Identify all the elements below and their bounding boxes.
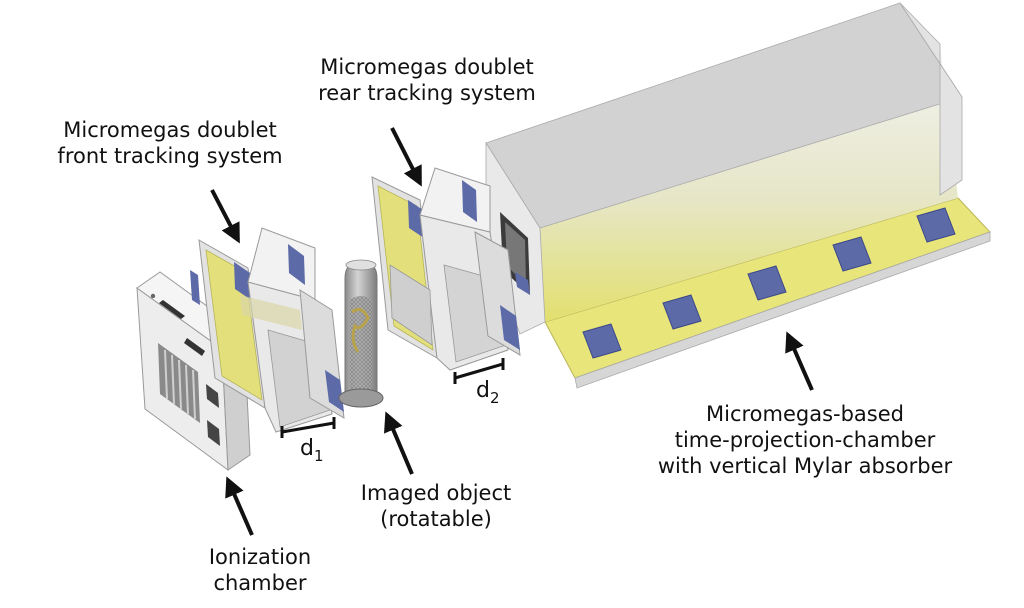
label-d2: d2	[476, 378, 500, 407]
label-object-line1: Imaged object	[360, 481, 512, 505]
arrow-front-tracking	[210, 189, 240, 244]
label-imaged-object: Imaged object (rotatable)	[326, 480, 546, 532]
distance-d2-bar	[453, 358, 505, 384]
label-rear-tracking-line2: rear tracking system	[318, 81, 536, 105]
label-ionization-line2: chamber	[213, 571, 307, 595]
rear-tracking-doublet	[371, 167, 530, 371]
label-tpc-line1: Micromegas-based	[705, 402, 904, 426]
label-tpc: Micromegas-based time-projection-chamber…	[620, 401, 990, 479]
tpc-chamber	[485, 2, 991, 389]
label-rear-tracking: Micromegas doublet rear tracking system	[296, 54, 558, 106]
label-object-line2: (rotatable)	[380, 507, 492, 531]
label-d2-sub: 2	[489, 389, 500, 407]
ionization-chamber	[136, 271, 251, 472]
arrow-object	[384, 411, 414, 475]
distance-d1-bar	[280, 417, 336, 438]
label-tpc-line3: with vertical Mylar absorber	[657, 454, 953, 478]
arrow-tpc	[785, 331, 814, 391]
label-d1: d1	[300, 436, 324, 465]
arrow-ionization	[225, 476, 254, 536]
label-rear-tracking-line1: Micromegas doublet	[320, 55, 534, 79]
label-ionization-line1: Ionization	[208, 545, 312, 569]
tpc-readout-pads	[582, 207, 956, 359]
label-d1-sub: 1	[313, 447, 324, 465]
label-front-tracking-line1: Micromegas doublet	[63, 118, 277, 142]
label-d1-base: d	[300, 436, 314, 461]
imaged-object	[338, 259, 384, 408]
label-tpc-line2: time-projection-chamber	[674, 428, 936, 452]
label-d2-base: d	[476, 378, 490, 403]
label-front-tracking-line2: front tracking system	[57, 144, 283, 168]
front-tracking-doublet	[190, 227, 345, 433]
label-ionization-chamber: Ionization chamber	[180, 544, 340, 596]
arrow-rear-tracking	[390, 127, 422, 187]
label-front-tracking: Micromegas doublet front tracking system	[40, 117, 300, 169]
